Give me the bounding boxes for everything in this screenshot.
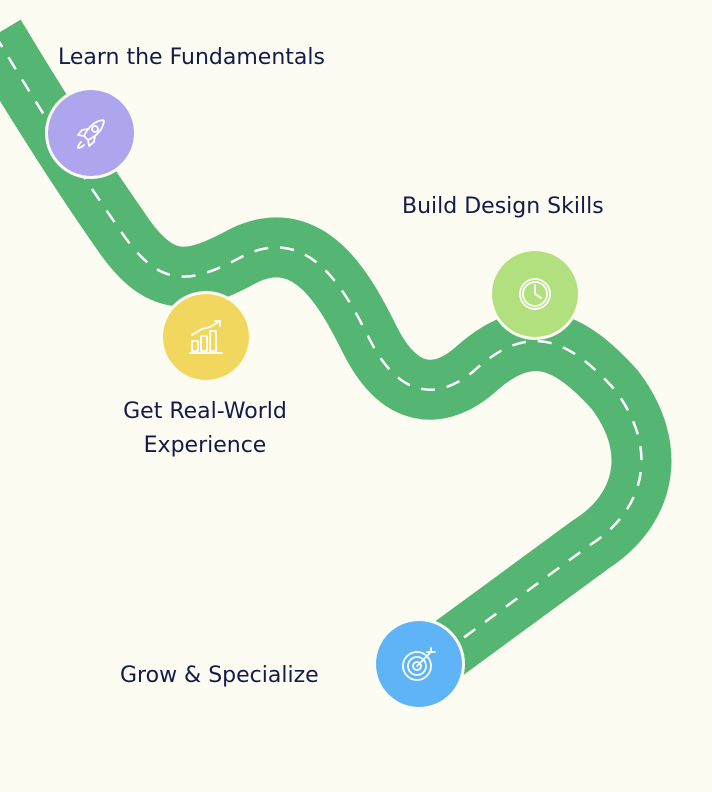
road-lane-markings [0, 40, 643, 657]
step-2-label-line-1: Get Real-World [123, 399, 287, 424]
step-1-label: Learn the Fundamentals [58, 45, 325, 70]
step-2-marker[interactable] [163, 294, 249, 380]
clock-icon [519, 278, 551, 310]
bar-chart-icon [189, 320, 223, 354]
step-4-label: Grow & Specialize [120, 663, 319, 688]
step-1-marker[interactable] [48, 90, 134, 176]
step-3-marker[interactable] [492, 251, 578, 337]
step-2-label-line-2: Experience [143, 433, 267, 458]
step-3-label: Build Design Skills [402, 194, 604, 219]
step-2-label: Get Real-World Experience [96, 395, 314, 463]
step-4-marker[interactable] [376, 621, 462, 707]
target-icon [402, 647, 436, 681]
rocket-icon [77, 119, 105, 149]
